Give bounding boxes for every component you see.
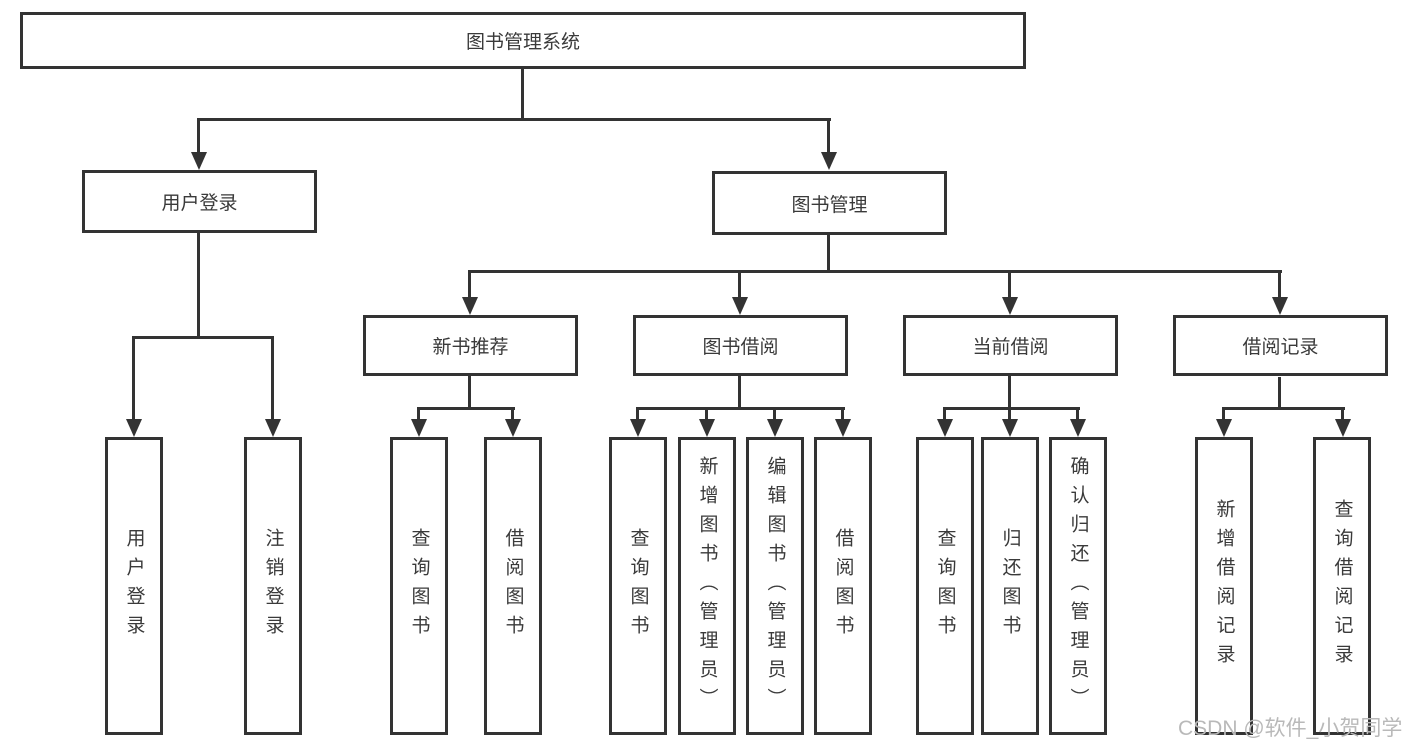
connector-line bbox=[417, 407, 515, 410]
node-label: 新增图书（管理员） bbox=[696, 455, 718, 717]
arrow-down-icon bbox=[1272, 297, 1288, 315]
leaf-add-borrow-record: 新增借阅记录 bbox=[1195, 437, 1253, 735]
node-label: 新书推荐 bbox=[432, 337, 509, 358]
leaf-borrow-books-recommend: 借阅图书 bbox=[484, 437, 542, 735]
connector-line bbox=[827, 118, 830, 152]
node-label: 新增借阅记录 bbox=[1213, 499, 1235, 673]
connector-line bbox=[1008, 407, 1011, 419]
connector-line bbox=[417, 407, 420, 419]
node-label: 用户登录 bbox=[161, 193, 238, 214]
connector-line bbox=[521, 66, 524, 120]
node-label: 查询图书 bbox=[627, 528, 649, 644]
node-new-book-recommendation: 新书推荐 bbox=[363, 315, 578, 376]
node-label: 图书管理 bbox=[791, 194, 868, 216]
connector-line bbox=[132, 336, 273, 339]
connector-line bbox=[1222, 407, 1345, 410]
node-book-management: 图书管理 bbox=[712, 171, 947, 235]
arrow-down-icon bbox=[126, 419, 142, 437]
connector-line bbox=[197, 118, 200, 152]
arrow-down-icon bbox=[265, 419, 281, 437]
leaf-query-books-recommend: 查询图书 bbox=[390, 437, 448, 735]
connector-line bbox=[943, 407, 1080, 410]
node-user-login: 用户登录 bbox=[82, 170, 317, 233]
arrow-down-icon bbox=[1002, 419, 1018, 437]
leaf-logout: 注销登录 bbox=[244, 437, 302, 735]
arrow-down-icon bbox=[1335, 419, 1351, 437]
connector-line bbox=[1076, 407, 1079, 419]
connector-line bbox=[1008, 270, 1011, 297]
node-current-borrowing: 当前借阅 bbox=[903, 315, 1118, 376]
connector-line bbox=[1278, 377, 1281, 409]
node-label: 图书管理系统 bbox=[465, 32, 580, 53]
watermark-text: CSDN @软件_小贺同学 bbox=[1178, 717, 1403, 740]
arrow-down-icon bbox=[462, 297, 478, 315]
connector-line bbox=[636, 407, 639, 419]
arrow-down-icon bbox=[630, 419, 646, 437]
connector-line bbox=[943, 407, 946, 419]
leaf-user-login: 用户登录 bbox=[105, 437, 163, 735]
leaf-return-book: 归还图书 bbox=[981, 437, 1039, 735]
node-label: 图书借阅 bbox=[702, 337, 779, 358]
connector-line bbox=[1278, 270, 1281, 297]
connector-line bbox=[827, 235, 830, 272]
connector-line bbox=[511, 407, 514, 419]
node-library-system: 图书管理系统 bbox=[20, 12, 1026, 69]
connector-line bbox=[1222, 407, 1225, 419]
connector-line bbox=[468, 270, 1282, 273]
connector-line bbox=[197, 118, 831, 121]
arrow-down-icon bbox=[767, 419, 783, 437]
connector-line bbox=[271, 336, 274, 419]
leaf-borrow-books-borrowing: 借阅图书 bbox=[814, 437, 872, 735]
node-book-borrowing: 图书借阅 bbox=[633, 315, 848, 376]
leaf-add-book-admin: 新增图书（管理员） bbox=[678, 437, 736, 735]
arrow-down-icon bbox=[835, 419, 851, 437]
connector-line bbox=[468, 376, 471, 409]
leaf-query-borrow-record: 查询借阅记录 bbox=[1313, 437, 1371, 735]
leaf-edit-book-admin: 编辑图书（管理员） bbox=[746, 437, 804, 735]
connector-line bbox=[468, 270, 471, 297]
node-label: 借阅记录 bbox=[1242, 337, 1319, 358]
node-label: 编辑图书（管理员） bbox=[764, 455, 786, 717]
node-label: 归还图书 bbox=[999, 528, 1021, 644]
arrow-down-icon bbox=[1216, 419, 1232, 437]
arrow-down-icon bbox=[191, 152, 207, 170]
node-label: 查询借阅记录 bbox=[1331, 499, 1353, 673]
node-label: 注销登录 bbox=[262, 528, 284, 644]
arrow-down-icon bbox=[505, 419, 521, 437]
arrow-down-icon bbox=[699, 419, 715, 437]
node-label: 确认归还（管理员） bbox=[1067, 455, 1089, 717]
arrow-down-icon bbox=[732, 297, 748, 315]
leaf-confirm-return-admin: 确认归还（管理员） bbox=[1049, 437, 1107, 735]
node-borrowing-records: 借阅记录 bbox=[1173, 315, 1388, 376]
connector-line bbox=[197, 233, 200, 338]
arrow-down-icon bbox=[411, 419, 427, 437]
arrow-down-icon bbox=[821, 152, 837, 170]
connector-line bbox=[705, 407, 708, 419]
connector-line bbox=[738, 376, 741, 409]
leaf-query-books-borrowing: 查询图书 bbox=[609, 437, 667, 735]
connector-line bbox=[1008, 376, 1011, 409]
node-label: 当前借阅 bbox=[972, 337, 1049, 358]
connector-line bbox=[132, 336, 135, 419]
arrow-down-icon bbox=[1070, 419, 1086, 437]
node-label: 查询图书 bbox=[934, 528, 956, 644]
leaf-query-books-current: 查询图书 bbox=[916, 437, 974, 735]
connector-line bbox=[738, 270, 741, 297]
connector-line bbox=[841, 407, 844, 419]
connector-line bbox=[773, 407, 776, 419]
connector-line bbox=[636, 407, 845, 410]
arrow-down-icon bbox=[937, 419, 953, 437]
node-label: 借阅图书 bbox=[832, 528, 854, 644]
node-label: 用户登录 bbox=[123, 528, 145, 644]
node-label: 查询图书 bbox=[408, 528, 430, 644]
node-label: 借阅图书 bbox=[502, 528, 524, 644]
connector-line bbox=[1341, 407, 1344, 419]
arrow-down-icon bbox=[1002, 297, 1018, 315]
